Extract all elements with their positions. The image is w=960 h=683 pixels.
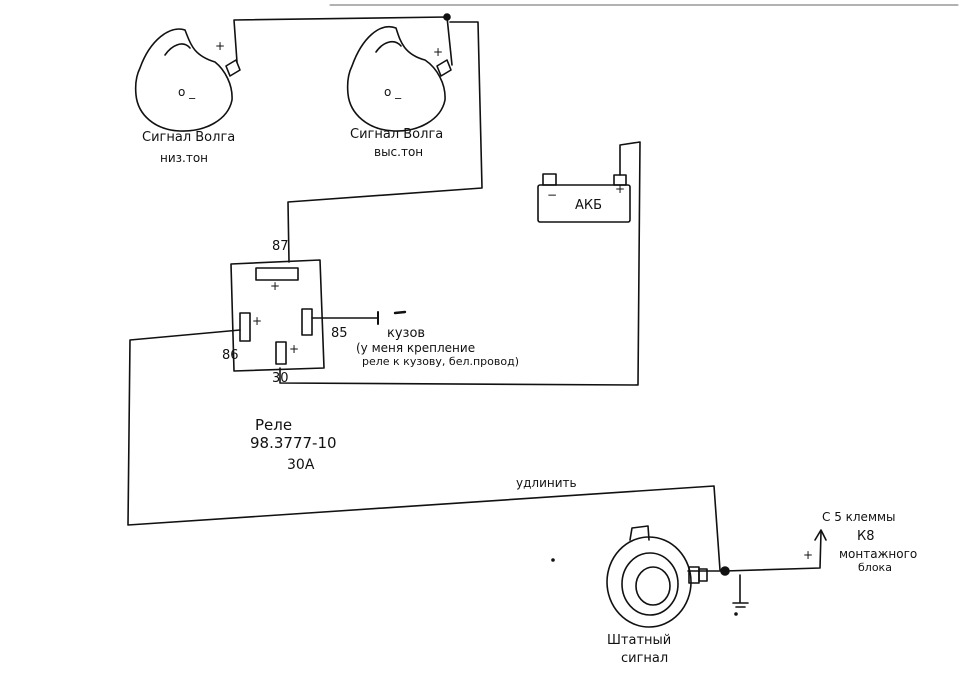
relay-pin-86: 86: [222, 348, 239, 363]
wire-k8-feed: [687, 531, 822, 572]
wire-horns-link: [233, 16, 453, 66]
extend-wire-label: удлинить: [516, 476, 577, 490]
relay-icon: [230, 259, 325, 372]
horn-high-label: Сигнал Волга: [350, 127, 444, 142]
relay-30-plus: +: [289, 342, 300, 356]
stock-horn-sublabel: сигнал: [621, 651, 669, 666]
battery-plus: +: [615, 182, 626, 196]
relay-87-plus: +: [270, 279, 281, 293]
battery-label: АКБ: [575, 198, 603, 213]
horn-high-minus: o _: [384, 85, 402, 99]
wire-junction-top: [443, 13, 451, 21]
relay-86-plus: +: [252, 314, 263, 328]
mount-block-plus: +: [803, 548, 814, 562]
relay-caption-model: 98.3777-10: [250, 434, 337, 452]
relay-caption-current: 30А: [287, 457, 315, 473]
horn-high-tone: выс.тон: [374, 145, 424, 159]
ground-note-line1: (у меня крепление: [356, 341, 476, 355]
relay-pin-85: 85: [331, 326, 348, 341]
relay-pin-87: 87: [272, 239, 289, 254]
ground-label: кузов: [387, 326, 426, 341]
horn-low-icon: [134, 28, 241, 132]
mount-block-line3: монтажного: [839, 547, 918, 561]
wire-86-to-stock-horn: [127, 329, 721, 571]
battery-minus: −: [547, 188, 558, 202]
horn-low-tone: низ.тон: [160, 151, 209, 165]
horn-high-icon: [346, 26, 452, 132]
wire-battery-to-30: [279, 141, 641, 386]
mount-block-line2: К8: [857, 529, 875, 544]
horn-high-plus: +: [433, 45, 444, 59]
horn-low-label: Сигнал Волга: [142, 130, 236, 145]
horn-low-plus: +: [215, 39, 226, 53]
stock-horn-icon: [606, 525, 708, 628]
relay-pin-30: 30: [272, 371, 289, 386]
wire-horns-to-87: [287, 21, 483, 263]
horn-low-minus: o _: [178, 85, 196, 99]
ground-note-line2: реле к кузову, бел.провод): [362, 355, 519, 368]
relay-caption-title: Реле: [255, 416, 293, 434]
stock-horn-label: Штатный: [607, 633, 672, 648]
mount-block-line4: блока: [858, 561, 892, 574]
mount-block-line1: С 5 клеммы: [822, 510, 896, 524]
